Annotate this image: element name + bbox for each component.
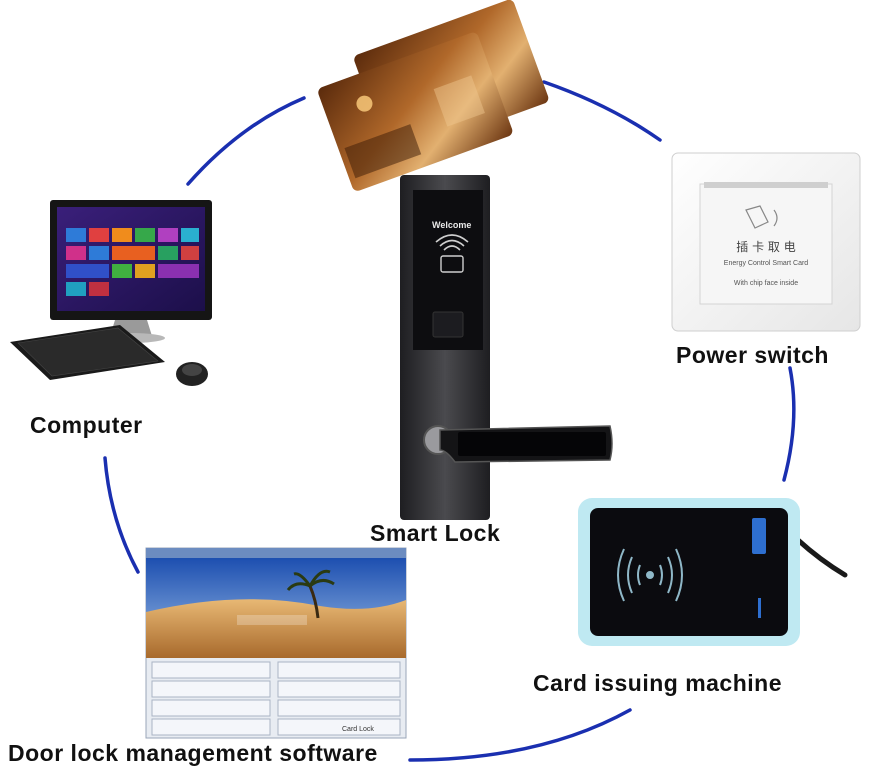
power-switch-chinese: 插 卡 取 电 [736,240,795,254]
screen-tiles [66,228,199,296]
power-switch-line1: Energy Control Smart Card [724,260,809,267]
keyboard-icon [10,325,165,380]
software-window: Card Lock [145,547,407,739]
arc-top-left [186,96,306,186]
key-card-icon [318,0,549,191]
mouse-icon [176,362,208,386]
software-buttons [151,661,401,736]
smart-lock-icon: Welcome [400,175,613,520]
label-smart-lock: Smart Lock [370,520,501,546]
label-card-issuing-machine: Card issuing machine [533,670,783,696]
power-switch-line2: With chip face inside [734,280,798,287]
rfid-waves-icon [617,548,683,602]
arc-top-right [542,80,662,142]
label-computer: Computer [30,412,143,438]
label-power-switch: Power switch [676,342,829,368]
palm-tree-icon [286,569,335,619]
arc-bottom-right [408,708,632,762]
arc-left [103,456,140,574]
computer-icon [50,200,212,343]
arc-right [782,366,796,482]
connection-circle [103,80,796,762]
power-switch-icon: 插 卡 取 电 Energy Control Smart Card With c… [671,152,861,332]
label-door-lock-software: Door lock management software [8,740,378,766]
card-reader-icon [578,498,848,646]
rfid-waves-icon [435,234,469,251]
software-card-lock-label: Card Lock [342,726,374,733]
lock-welcome-text: Welcome [432,220,471,230]
